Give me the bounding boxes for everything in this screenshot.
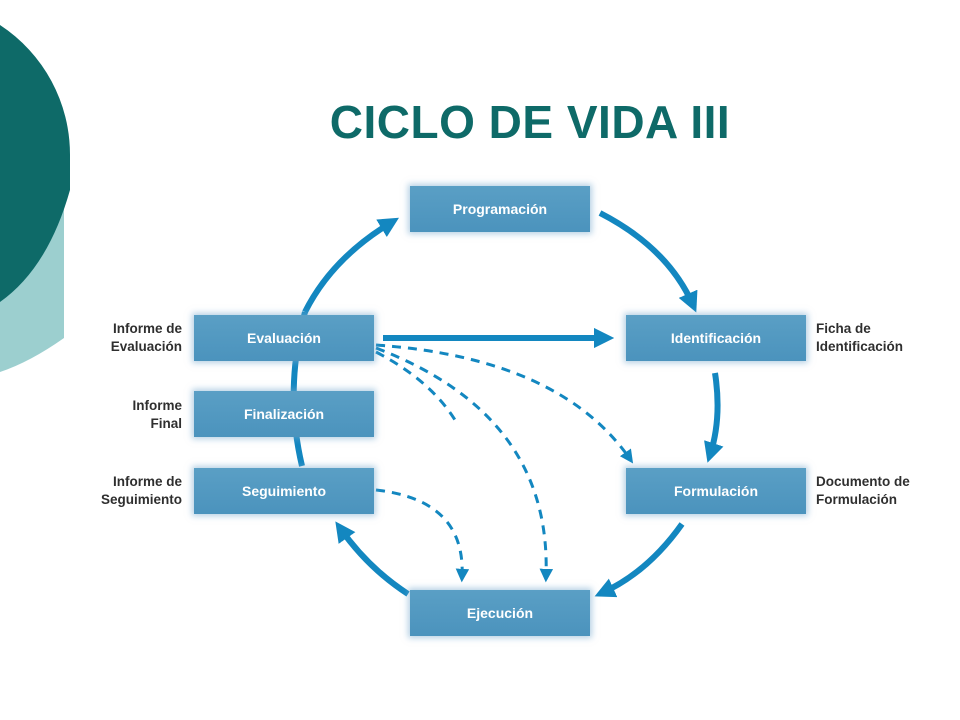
arrow-programacion-identificacion	[598, 210, 698, 313]
dashed-arrow-evaluacion-ejecucion	[375, 346, 554, 583]
doc-ficha-identificacion: Ficha de Identificación	[816, 320, 936, 356]
doc-informe-final: Informe Final	[62, 397, 182, 433]
decorative-shapes	[0, 25, 71, 372]
dashed-arrow-evaluacion-formulacion	[375, 343, 634, 464]
dashed-arrow-evaluacion-seguimiento	[375, 350, 457, 421]
arrow-ejecucion-seguimiento	[335, 521, 410, 597]
doc-line: Final	[150, 416, 182, 431]
doc-line: Informe de	[112, 474, 182, 489]
doc-line: Ficha de	[816, 321, 871, 336]
arrow-evaluacion-programacion	[302, 217, 399, 314]
doc-documento-formulacion: Documento de Formulación	[816, 473, 936, 509]
decor-dark-circle	[0, 25, 71, 302]
doc-line: Documento de	[816, 474, 910, 489]
doc-informe-evaluacion: Informe de Evaluación	[62, 320, 182, 356]
doc-line: Informe de	[112, 321, 182, 336]
stage-formulacion: Formulación	[626, 468, 806, 514]
doc-line: Seguimiento	[100, 492, 182, 507]
page-title: CICLO DE VIDA III	[329, 96, 731, 148]
doc-line: Formulación	[816, 492, 898, 507]
arrow-formulacion-ejecucion	[594, 522, 685, 598]
stage-ejecucion: Ejecución	[410, 590, 590, 636]
stage-identificacion: Identificación	[626, 315, 806, 361]
doc-line: Identificación	[816, 339, 904, 354]
doc-line: Evaluación	[110, 339, 182, 354]
stage-finalizacion: Finalización	[194, 391, 374, 437]
doc-line: Informe	[132, 398, 182, 413]
dashed-arrow-seguimiento-ejecucion	[375, 488, 470, 583]
doc-informe-seguimiento: Informe de Seguimiento	[62, 473, 182, 509]
arrow-identificacion-formulacion	[704, 372, 724, 463]
stage-evaluacion: Evaluación	[194, 315, 374, 361]
stage-programacion: Programación	[410, 186, 590, 232]
stage-seguimiento: Seguimiento	[194, 468, 374, 514]
